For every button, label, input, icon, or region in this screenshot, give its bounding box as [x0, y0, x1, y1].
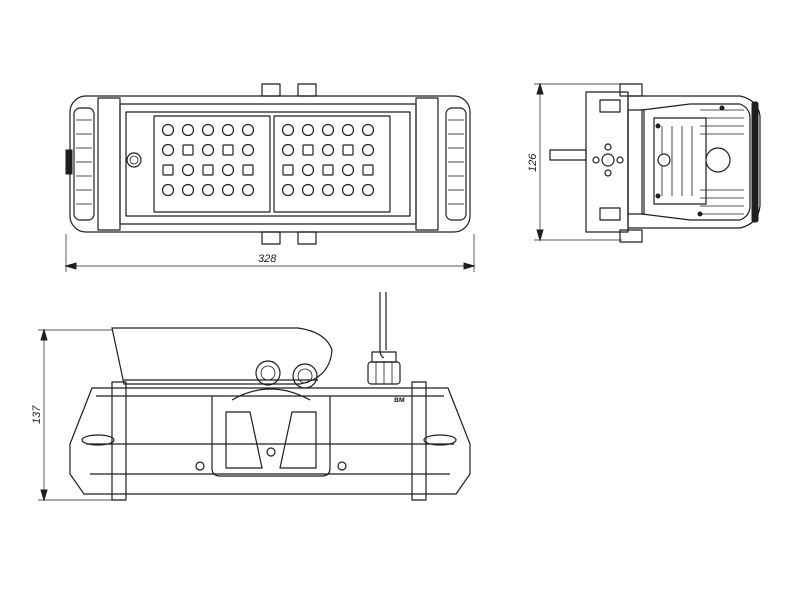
led [201, 183, 215, 197]
led [321, 183, 335, 197]
led [202, 164, 214, 176]
led [181, 163, 195, 177]
side-view [549, 83, 761, 243]
dimension-width: 328 [64, 234, 476, 272]
led [341, 183, 355, 197]
led [222, 144, 234, 156]
led [221, 163, 235, 177]
side-fins [653, 105, 744, 217]
led [321, 143, 335, 157]
brand-mark: вм [394, 395, 405, 404]
front-view [65, 83, 471, 245]
led [201, 143, 215, 157]
led [282, 164, 294, 176]
led [322, 164, 334, 176]
dimension-height: 137 [31, 328, 112, 502]
led [361, 143, 375, 157]
dimension-side-height-label: 126 [527, 153, 539, 172]
left-fins [65, 107, 95, 221]
led [362, 164, 374, 176]
led [181, 123, 195, 137]
led [341, 123, 355, 137]
right-fins [445, 107, 467, 221]
led [361, 123, 375, 137]
led [241, 123, 255, 137]
led [281, 143, 295, 157]
led [342, 144, 354, 156]
led [361, 183, 375, 197]
dimension-height-label: 137 [31, 405, 43, 424]
led [301, 123, 315, 137]
led [161, 123, 175, 137]
led [242, 164, 254, 176]
led [162, 164, 174, 176]
led [301, 183, 315, 197]
led [161, 183, 175, 197]
led [302, 144, 314, 156]
dimension-side-height: 126 [527, 82, 622, 242]
led-module-right [273, 115, 391, 213]
led [281, 183, 295, 197]
led [161, 143, 175, 157]
led-module-left [153, 115, 271, 213]
led [301, 163, 315, 177]
led [241, 143, 255, 157]
led [221, 123, 235, 137]
led [182, 144, 194, 156]
led [281, 123, 295, 137]
led [241, 183, 255, 197]
dimension-width-label: 328 [258, 253, 277, 265]
led [321, 123, 335, 137]
led [181, 183, 195, 197]
led [341, 163, 355, 177]
led [201, 123, 215, 137]
bottom-view: вм [69, 292, 471, 501]
led [221, 183, 235, 197]
